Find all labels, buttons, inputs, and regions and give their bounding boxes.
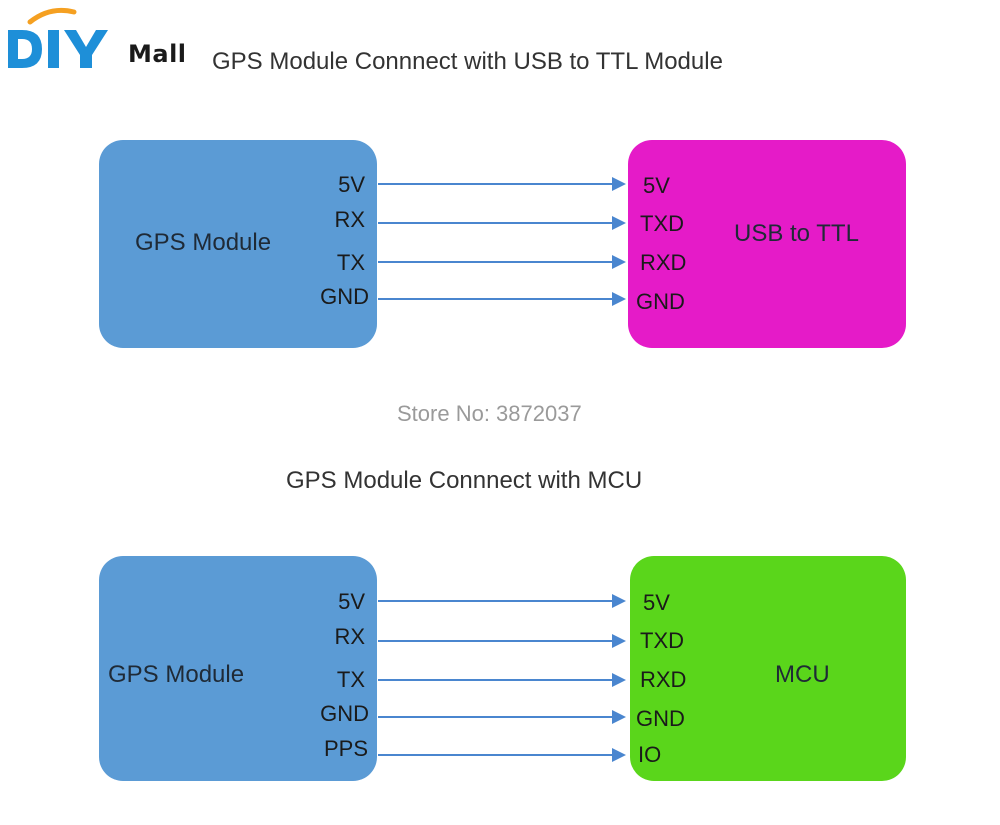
diagram1-left-pin-5v: 5V [338,172,365,197]
diagram2-left-pin-rx: RX [334,624,365,649]
diagram1-wire-gnd [378,298,612,300]
diagram1-usb-to-ttl-box: USB to TTL [628,140,906,348]
diagram2-wire-pps-io [378,754,612,756]
diagram1-right-pin-rxd: RXD [640,250,687,275]
diagram1-arrowhead-5v [612,177,626,191]
diagram2-arrowhead-5v [612,594,626,608]
diagram1-gps-module-label: GPS Module [135,229,272,256]
diagram2-left-pin-pps: PPS [323,736,368,761]
diymall-logo: Mall [2,2,197,74]
diagram2-left-pin-5v: 5V [338,589,365,614]
diagram2-wire-tx-rxd [378,679,612,681]
diagram2-left-pin-tx: TX [336,667,365,692]
diagram2-mcu-box: MCU [630,556,906,781]
diagram2-right-pin-txd: TXD [640,628,684,653]
diagram2-right-pin-rxd: RXD [640,667,687,692]
diagram2-arrowhead-rxd [612,673,626,687]
diagram2-right-pin-io: IO [638,742,662,767]
diagram2-wire-rx-txd [378,640,612,642]
diagram2-right-pin-5v: 5V [643,590,670,615]
diagram2-arrowhead-txd [612,634,626,648]
logo-mall-text: Mall [128,40,187,68]
diagram1-right-pin-gnd: GND [636,289,685,314]
diagram1-title: GPS Module Connnect with USB to TTL Modu… [212,48,723,75]
diagram2-right-pin-gnd: GND [636,706,685,731]
diagram1-arrowhead-txd [612,216,626,230]
diagram2-arrowhead-gnd [612,710,626,724]
diagram1-gps-module-box: GPS Module [99,140,377,348]
diagram2-wire-gnd [378,716,612,718]
diagram1-right-pin-txd: TXD [640,211,684,236]
diagram2-gps-module-box: GPS Module [99,556,377,781]
diagram1-left-pin-tx: TX [336,250,365,275]
diagram1-wire-5v [378,183,612,185]
diagram1-left-pin-rx: RX [334,207,365,232]
diagram1-arrowhead-gnd [612,292,626,306]
diagram2-arrowhead-io [612,748,626,762]
diagram2-gps-module-label: GPS Module [108,661,245,688]
diagram2-title: GPS Module Connnect with MCU [286,467,643,494]
diagram2-left-pin-gnd: GND [320,701,369,726]
diagram2-mcu-label: MCU [775,661,830,688]
diagram1-right-pin-5v: 5V [643,173,670,198]
diagram1-wire-rx-txd [378,222,612,224]
logo-graphic [8,7,108,68]
diagram1-usb-to-ttl-label: USB to TTL [734,220,859,247]
diagram1-wire-tx-rxd [378,261,612,263]
diagram1-left-pin-gnd: GND [320,284,369,309]
diagram1-arrowhead-rxd [612,255,626,269]
diagram2-wire-5v [378,600,612,602]
store-number-label: Store No: 3872037 [397,401,582,426]
